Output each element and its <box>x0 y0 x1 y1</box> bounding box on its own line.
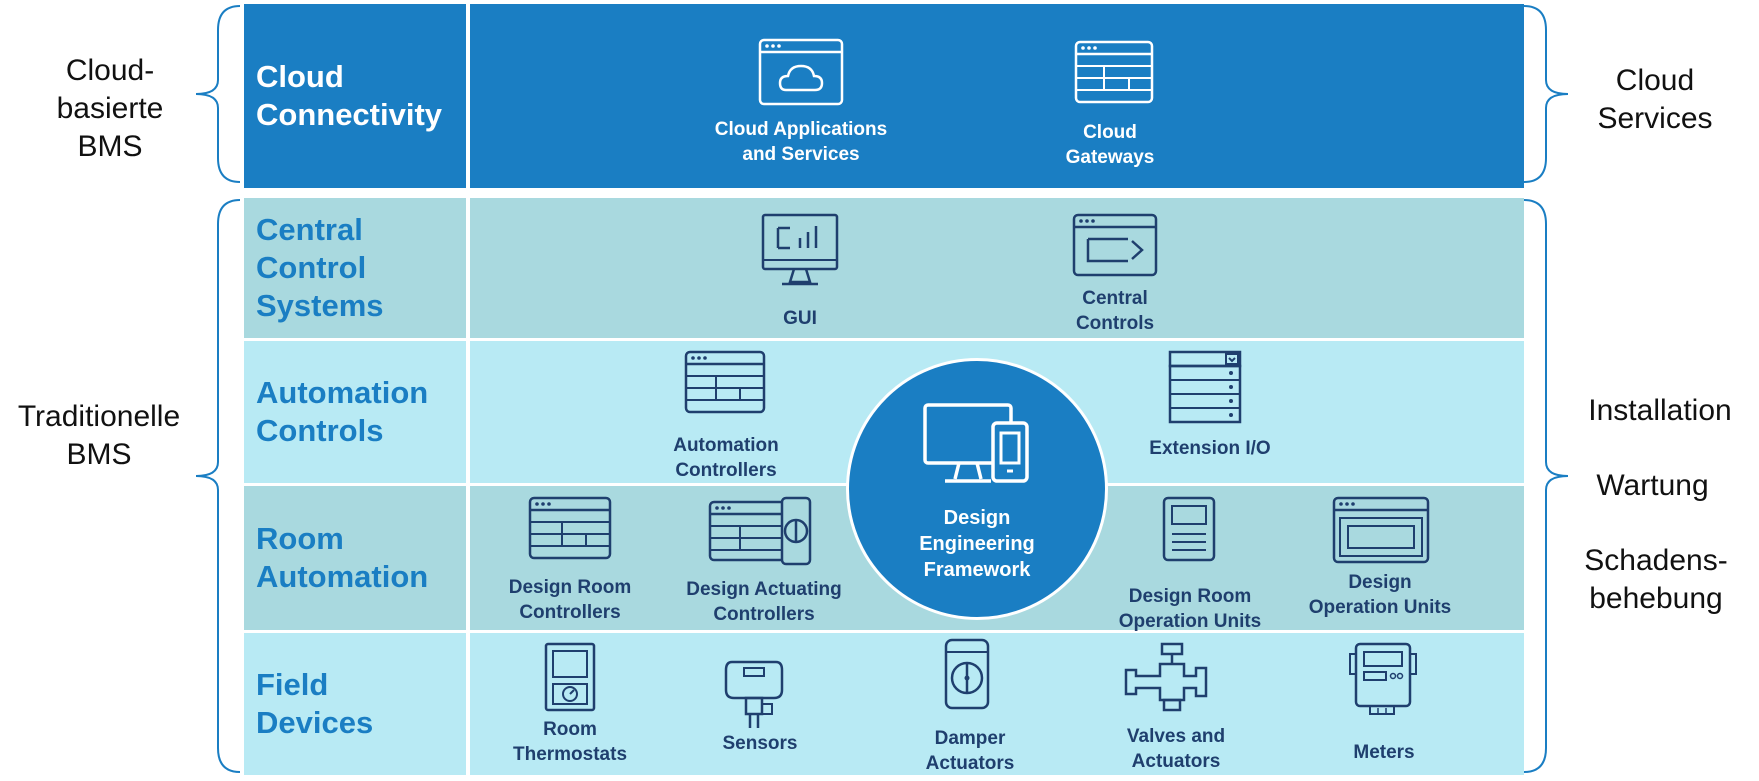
valves-actuators-label: Valves and Actuators <box>1126 726 1226 772</box>
automation-controls-title: Automation Controls <box>256 375 429 448</box>
design-engineering-framework-label: Design Engineering Framework <box>919 507 1035 581</box>
operation-unit-icon <box>1162 496 1216 562</box>
operation-window-icon <box>1332 496 1430 564</box>
band-divider <box>466 198 470 338</box>
cloud-connectivity-band: Cloud Connectivity <box>244 4 1524 188</box>
server-rack-icon <box>1168 350 1242 424</box>
cloud-applications-label: Cloud Applications and Services <box>714 119 888 165</box>
automation-controllers-label: Automation Controllers <box>673 435 779 481</box>
troubleshooting-label: Schadens- behebung <box>1584 544 1728 615</box>
installation-label: Installation <box>1588 394 1732 427</box>
traditional-bms-label: Traditionelle BMS <box>17 400 181 471</box>
gateway-icon <box>1074 40 1154 104</box>
valve-icon <box>1120 642 1220 714</box>
central-control-title: Central Control Systems <box>256 212 384 323</box>
design-room-controllers-label: Design Room Controllers <box>508 577 632 623</box>
devices-icon <box>921 401 1033 485</box>
sensors-label: Sensors <box>722 733 798 754</box>
meters-label: Meters <box>1353 742 1415 763</box>
right-brackets <box>1523 5 1569 773</box>
design-engineering-framework-circle: Design Engineering Framework <box>846 358 1108 620</box>
band-divider <box>466 341 470 483</box>
room-automation-title: Room Automation <box>256 521 429 594</box>
damper-icon <box>944 638 990 710</box>
extension-io-label: Extension I/O <box>1149 438 1271 459</box>
central-controls-label: Central Controls <box>1075 288 1155 334</box>
monitor-icon <box>760 212 840 288</box>
cloud-window-icon <box>758 38 844 106</box>
central-control-band: Central Control Systems <box>244 198 1524 338</box>
actuating-controller-icon <box>708 496 812 566</box>
gui-label: GUI <box>783 308 817 329</box>
left-brackets <box>195 5 241 773</box>
damper-actuators-label: Damper Actuators <box>925 728 1015 774</box>
controller-icon <box>684 350 766 414</box>
band-divider <box>466 4 470 188</box>
cloud-gateways-label: Cloud Gateways <box>1065 122 1155 168</box>
sensor-icon <box>724 658 784 730</box>
thermostat-icon <box>544 642 596 712</box>
field-devices-title: Field Devices <box>256 667 374 740</box>
room-thermostats-label: Room Thermostats <box>512 719 628 765</box>
design-actuating-controllers-label: Design Actuating Controllers <box>686 579 842 625</box>
design-operation-units-label: Design Operation Units <box>1308 572 1452 618</box>
room-controller-icon <box>528 496 612 560</box>
cloud-connectivity-title: Cloud Connectivity <box>256 59 443 132</box>
band-divider <box>466 486 470 630</box>
cloud-services-label: Cloud Services <box>1597 64 1713 135</box>
design-room-operation-units-label: Design Room Operation Units <box>1118 586 1262 632</box>
field-devices-band: Field Devices <box>244 633 1524 775</box>
maintenance-label: Wartung <box>1596 469 1709 502</box>
meter-icon <box>1348 642 1418 718</box>
band-divider <box>466 633 470 775</box>
cloud-bms-label: Cloud- basierte BMS <box>56 54 164 163</box>
controls-window-icon <box>1072 213 1158 277</box>
